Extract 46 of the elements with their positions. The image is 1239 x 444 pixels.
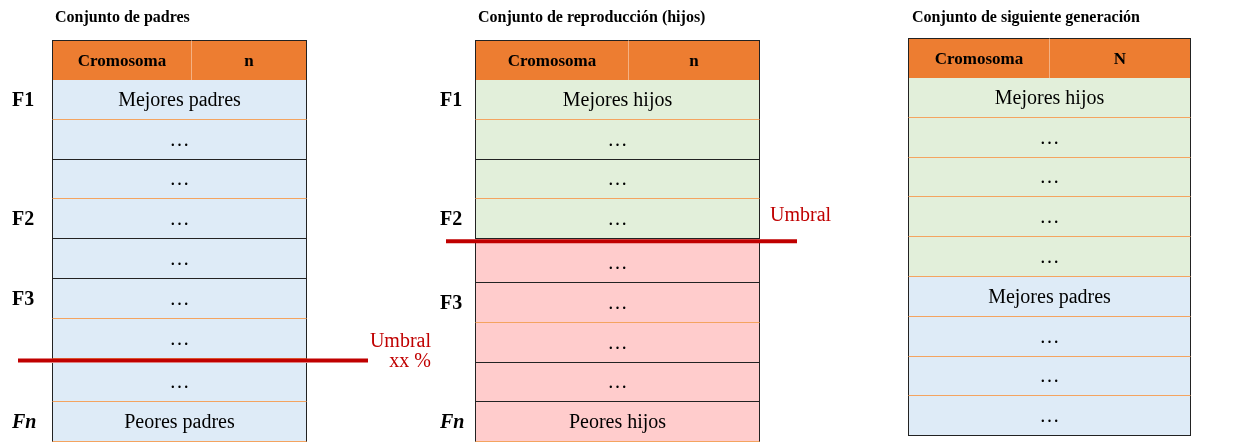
row-label: Fn: [12, 410, 37, 434]
row-label: F3: [440, 291, 463, 314]
table-row: …: [908, 396, 1191, 437]
table-row: …: [908, 157, 1191, 198]
column-header: n: [629, 40, 760, 81]
table-row: …: [908, 117, 1191, 158]
table-row: …: [475, 159, 760, 200]
column-header: Cromosoma: [52, 40, 192, 81]
table-heading: Conjunto de padres: [55, 8, 190, 26]
table-heading: Conjunto de siguiente generación: [912, 8, 1140, 26]
table-row: …: [475, 362, 760, 403]
table-row: …: [908, 356, 1191, 397]
threshold-label: Umbral xx %: [368, 330, 431, 370]
column-header: Cromosoma: [908, 38, 1050, 79]
table-row: …: [475, 243, 760, 283]
column-header: n: [192, 40, 307, 81]
table-row: …: [52, 239, 307, 279]
table-row: …: [52, 159, 307, 200]
table-row: Mejores hijos: [908, 78, 1191, 118]
table-row: Mejores hijos: [475, 80, 760, 120]
row-label: F1: [12, 88, 35, 111]
table-row: …: [52, 362, 307, 403]
table-row: …: [908, 237, 1191, 277]
table-row: …: [52, 318, 307, 359]
table-row: …: [52, 279, 307, 319]
row-label: Fn: [440, 410, 465, 434]
table-row: …: [475, 199, 760, 240]
table-row: …: [908, 197, 1191, 238]
row-label: F2: [12, 207, 35, 231]
table-row: Mejores padres: [908, 277, 1191, 317]
table-row: Peores padres: [52, 402, 307, 443]
threshold-label: Umbral: [770, 204, 833, 224]
column-header: N: [1050, 38, 1191, 79]
column-header: Cromosoma: [475, 40, 629, 81]
table-row: Mejores padres: [52, 80, 307, 120]
table-row: Peores hijos: [475, 402, 760, 443]
row-label: F2: [440, 207, 463, 231]
table-row: …: [475, 322, 760, 363]
table-row: …: [52, 199, 307, 240]
table-row: …: [475, 283, 760, 323]
table-row: …: [475, 119, 760, 160]
table-heading: Conjunto de reproducción (hijos): [478, 8, 706, 26]
row-label: F1: [440, 88, 463, 111]
table-row: …: [52, 119, 307, 160]
table-row: …: [908, 316, 1191, 357]
row-label: F3: [12, 287, 35, 310]
